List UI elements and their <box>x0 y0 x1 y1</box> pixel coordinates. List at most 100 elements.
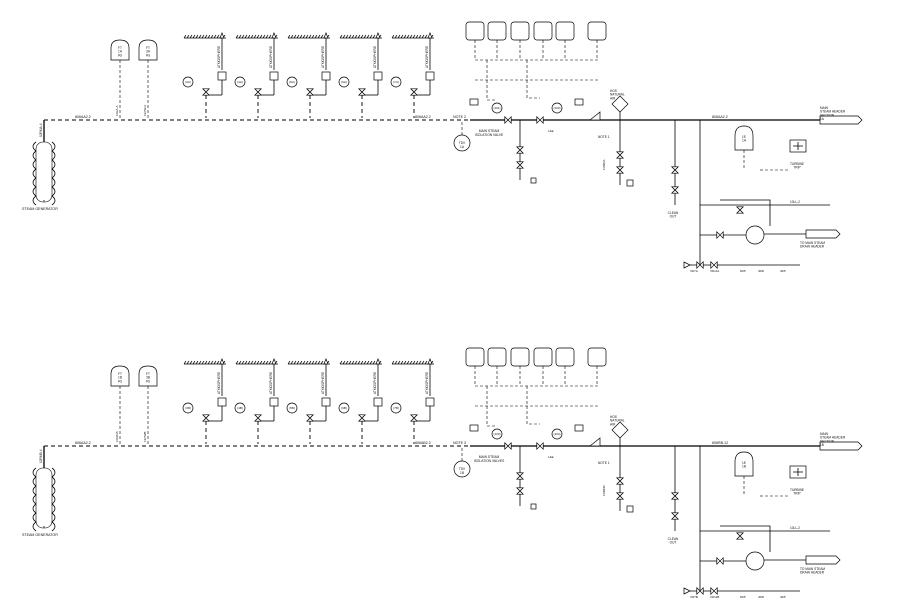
hatch-mark <box>265 360 269 365</box>
instrument-tag: (7B) <box>393 406 399 410</box>
bottom-tag: 6D5 <box>740 595 746 599</box>
relief-valve <box>409 88 419 96</box>
solenoid-box <box>469 98 479 106</box>
steam-generator-coil <box>32 150 56 161</box>
signal-line <box>486 386 497 427</box>
bypass-line <box>720 199 771 226</box>
drain-header-arrow <box>805 555 841 565</box>
hatch-mark <box>238 34 242 39</box>
tag-label: L&E <box>548 129 554 133</box>
flow-transmitter <box>110 365 130 387</box>
trap-box <box>530 177 537 184</box>
hatch-mark <box>397 360 401 365</box>
hatch-mark <box>415 360 419 365</box>
line-number: 806AA2.2 <box>712 115 728 119</box>
hatch-mark <box>372 360 376 365</box>
hatch-mark <box>418 360 422 365</box>
hatch-mark <box>351 360 355 365</box>
instrument-bubble <box>491 428 503 440</box>
instrument-box <box>510 347 530 367</box>
relief-valve <box>357 88 367 96</box>
atmosphere-label: ATMOSPHERE <box>425 46 429 68</box>
steam-generator-coil <box>32 467 56 478</box>
hatch-mark <box>299 34 303 39</box>
safety-valve-body <box>321 71 331 81</box>
hatch-mark <box>189 360 193 365</box>
hatch-mark <box>320 360 324 365</box>
vent-arrow <box>219 358 225 365</box>
instrument-box <box>487 21 507 41</box>
bottom-tag: VD7A <box>690 269 698 273</box>
bypass-line <box>720 525 771 552</box>
hatch-mark <box>421 34 425 39</box>
hatch-mark <box>204 34 208 39</box>
flow-arrow <box>589 111 601 121</box>
hatch-mark <box>345 34 349 39</box>
hatch-mark <box>418 34 422 39</box>
steam-generator-label: STEAM GENERATOR <box>22 533 58 537</box>
hatch-mark <box>357 34 361 39</box>
hatch-mark <box>369 34 373 39</box>
hatch-mark <box>366 360 370 365</box>
trap-valve <box>716 230 724 240</box>
hatch-mark <box>195 360 199 365</box>
safety-valve-body <box>373 397 383 407</box>
hatch-mark <box>216 34 220 39</box>
hatch-mark <box>198 34 202 39</box>
safety-valve-body <box>425 71 435 81</box>
trap-valve <box>716 556 724 566</box>
atmosphere-label: ATMOSPHERE <box>269 46 273 68</box>
hatch-mark <box>262 34 266 39</box>
hatch-mark <box>409 34 413 39</box>
hatch-mark <box>360 360 364 365</box>
bottom-tag: 4D5 <box>780 269 786 273</box>
vent-arrow <box>323 32 329 39</box>
bottom-tag: VD11B <box>710 595 719 599</box>
flow-element-tag: 1FEA-A <box>115 105 119 116</box>
trip-symbol <box>793 142 803 150</box>
hatch-mark <box>268 34 272 39</box>
solenoid-box <box>574 98 584 106</box>
vent-arrow <box>323 358 329 365</box>
bottom-tag: VD11A <box>710 269 719 273</box>
flow-element-tag: FE7W-A <box>143 105 147 116</box>
hatch-mark <box>183 360 187 365</box>
hatch-mark <box>342 360 346 365</box>
hatch-mark <box>241 34 245 39</box>
hatch-mark <box>400 34 404 39</box>
relief-valve <box>253 414 263 422</box>
relief-valve-tag <box>234 76 246 88</box>
drain-valve <box>670 186 680 194</box>
trap-valve <box>735 206 745 214</box>
hatch-mark <box>265 34 269 39</box>
atmosphere-label: ATMOSPHERE <box>217 46 221 68</box>
steam-generator-coil <box>32 494 56 505</box>
steam-generator-body <box>35 467 53 529</box>
instrument-box <box>555 21 575 41</box>
relief-valve-tag <box>286 402 298 414</box>
atmosphere-label: ATMOSPHERE <box>321 46 325 68</box>
line-number: 1RMDB <box>602 485 606 496</box>
hatch-mark <box>308 360 312 365</box>
instrument-tag: (3B) <box>185 406 191 410</box>
isolation-valve <box>536 441 544 451</box>
hatch-mark <box>348 34 352 39</box>
hatch-mark <box>238 360 242 365</box>
vent-arrow <box>219 32 225 39</box>
drain-valve <box>515 161 525 169</box>
hatch-mark <box>406 34 410 39</box>
steam-generator-coil <box>32 521 56 532</box>
instrument-tag: (7A) <box>393 80 399 84</box>
trap-valve <box>735 532 745 540</box>
hatch-mark <box>189 34 193 39</box>
